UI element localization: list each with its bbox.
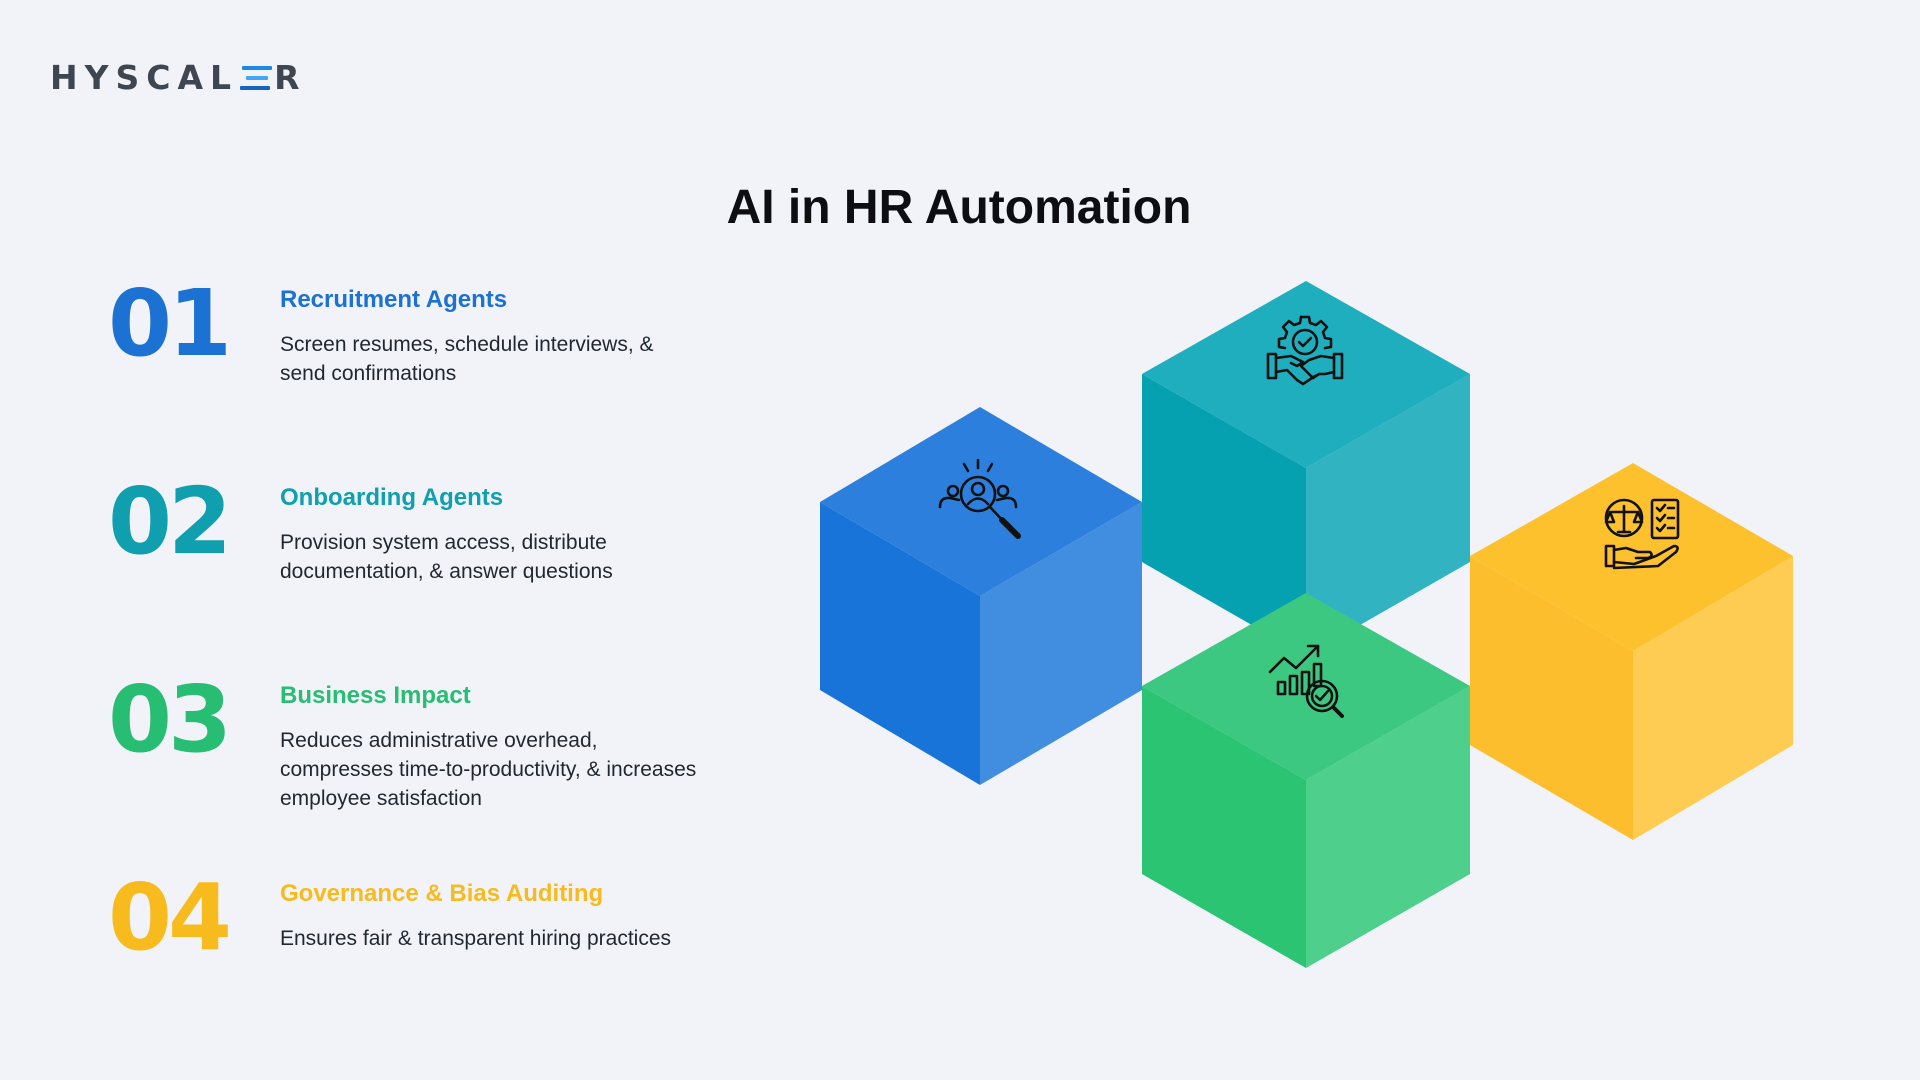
list-item-onboarding: 02 Onboarding Agents Provision system ac… (108, 476, 708, 606)
list-item-recruitment: 01 Recruitment Agents Screen resumes, sc… (108, 278, 708, 408)
scale-checklist-hand-icon (1604, 498, 1680, 570)
item-heading: Onboarding Agents (280, 484, 504, 511)
cube-teal (1142, 281, 1470, 656)
recruitment-search-icon (938, 458, 1021, 539)
item-heading: Governance & Bias Auditing (280, 880, 604, 907)
cube-green-top-face (1142, 593, 1470, 780)
item-description: Screen resumes, schedule interviews, & s… (280, 333, 654, 385)
item-number: 04 (108, 864, 232, 971)
item-heading: Recruitment Agents (280, 286, 508, 313)
cube-green (1142, 593, 1470, 968)
cube-blue-right-face (980, 502, 1142, 785)
analytics-magnifier-icon (1268, 644, 1344, 718)
list-item-governance: 04 Governance & Bias Auditing Ensures fa… (108, 872, 708, 1002)
item-number: 01 (108, 270, 232, 377)
logo-text-left: HYSCAL (50, 58, 239, 97)
logo-e-mark-icon (240, 65, 273, 90)
cube-blue-top-face (820, 407, 1142, 596)
cube-blue (820, 407, 1142, 785)
item-number: 02 (108, 468, 232, 575)
item-number: 03 (108, 666, 232, 773)
cube-yellow-right-face (1633, 556, 1793, 840)
item-description: Reduces administrative overhead, compres… (280, 729, 697, 810)
cube-blue-left-face (820, 502, 980, 785)
list-item-business-impact: 03 Business Impact Reduces administrativ… (108, 666, 708, 811)
cube-yellow (1470, 463, 1793, 840)
cube-yellow-top-face (1470, 463, 1793, 651)
item-description: Ensures fair & transparent hiring practi… (280, 927, 672, 950)
logo-text-right: R (274, 58, 307, 97)
handshake-gear-icon (1266, 315, 1344, 386)
cube-yellow-left-face (1470, 556, 1633, 840)
item-heading: Business Impact (280, 682, 471, 709)
brand-logo: HYSCAL R (50, 58, 307, 97)
cube-teal-top-face (1142, 281, 1470, 468)
item-description: Provision system access, distribute docu… (280, 531, 613, 583)
page-title: AI in HR Automation (726, 181, 1192, 234)
